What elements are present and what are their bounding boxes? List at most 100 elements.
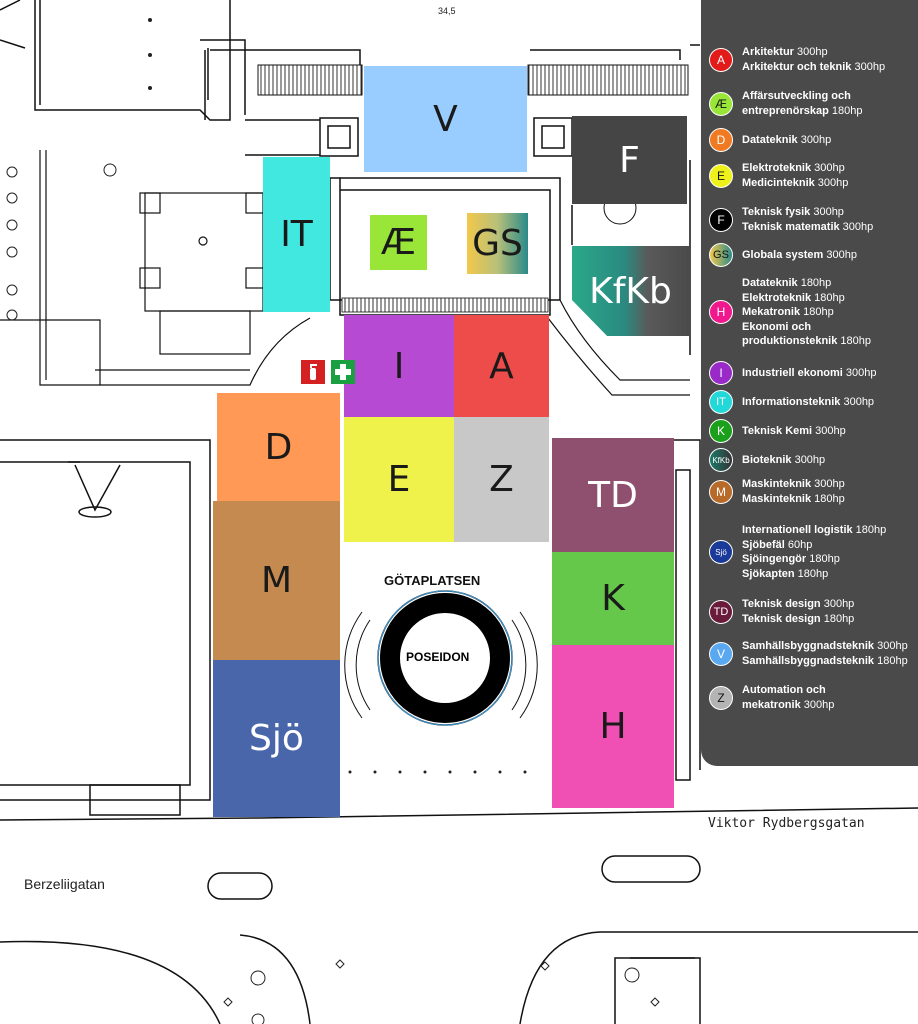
legend-line: Maskinteknik 180hp xyxy=(742,492,845,507)
statue-label: POSEIDON xyxy=(406,650,470,664)
programme-name: Teknisk Kemi xyxy=(742,424,813,437)
stairs-north-east xyxy=(527,64,689,96)
legend-line: produktionsteknik 180hp xyxy=(742,334,871,349)
zone-m[interactable]: M xyxy=(213,501,340,660)
legend-line: Globala system 300hp xyxy=(742,248,857,263)
programme-credits: 300hp xyxy=(810,206,844,218)
legend-badge: Z xyxy=(709,685,733,710)
legend-line: Bioteknik 300hp xyxy=(742,453,825,468)
legend-line: Ekonomi och xyxy=(742,320,871,335)
legend-badge: IT xyxy=(709,390,733,414)
zone-sjo[interactable]: Sjö xyxy=(213,660,340,817)
programme-credits: 300hp xyxy=(814,176,849,189)
legend-line: Internationell logistik 180hp xyxy=(742,523,886,538)
programme-name: mekatronik xyxy=(742,698,801,711)
zone-gs[interactable]: GS xyxy=(467,213,528,274)
programme-credits: 300hp xyxy=(811,162,845,174)
programme-credits: 180hp xyxy=(874,654,908,667)
programme-credits: 180hp xyxy=(800,306,834,318)
tree-icons-south xyxy=(223,959,660,1024)
legend-badge: D xyxy=(709,128,733,152)
zone-z[interactable]: Z xyxy=(454,417,549,542)
zone-a[interactable]: A xyxy=(454,315,549,417)
programme-credits: 300hp xyxy=(840,395,875,408)
zone-v[interactable]: V xyxy=(364,66,527,172)
plaza-label: GÖTAPLATSEN xyxy=(384,573,481,588)
legend-badge: I xyxy=(709,361,733,385)
zone-i[interactable]: I xyxy=(344,315,454,417)
legend-line: Teknisk Kemi 300hp xyxy=(742,424,846,439)
elevation-label: 34,5 xyxy=(438,6,456,16)
zone-f[interactable]: F xyxy=(572,116,687,204)
programme-name: Teknisk matematik xyxy=(742,220,840,233)
legend-line: mekatronik 300hp xyxy=(742,698,834,713)
programme-credits: 300hp xyxy=(811,478,845,490)
programme-name: Bioteknik xyxy=(742,453,792,466)
courtyard-east xyxy=(547,299,690,396)
zone-e[interactable]: E xyxy=(344,417,454,542)
programme-credits: 180hp xyxy=(852,524,887,536)
programme-name: produktionsteknik xyxy=(742,335,838,347)
legend-line: Samhällsbyggnadsteknik 300hp xyxy=(742,639,908,654)
zone-h[interactable]: H xyxy=(552,645,674,808)
building-outline-northwest xyxy=(0,0,246,121)
legend-text: Industriell ekonomi 300hp xyxy=(742,366,877,381)
zone-td[interactable]: TD xyxy=(552,438,674,552)
stairs-central xyxy=(341,297,549,313)
programme-credits: 180hp xyxy=(811,291,845,304)
programme-credits: 300hp xyxy=(793,46,828,58)
zone-ae[interactable]: Æ xyxy=(370,215,427,270)
programme-name: Arkitektur och teknik xyxy=(742,60,852,73)
zone-d[interactable]: D xyxy=(217,393,340,501)
programme-name: Datateknik xyxy=(742,277,798,289)
programme-name: Sjöbefäl xyxy=(742,538,785,551)
legend-badge: A xyxy=(709,47,733,72)
legend-line: Samhällsbyggnadsteknik 180hp xyxy=(742,654,908,669)
legend-line: Affärsutveckling och xyxy=(742,89,862,104)
legend-line: Informationsteknik 300hp xyxy=(742,395,874,410)
programme-credits: 300hp xyxy=(812,424,846,437)
programme-name: Mekatronik xyxy=(742,306,801,318)
programme-name: Globala system xyxy=(742,248,824,261)
programme-name: Maskinteknik xyxy=(742,492,812,505)
legend-line: Mekatronik 180hp xyxy=(742,305,871,320)
programme-credits: 180hp xyxy=(794,567,829,580)
legend-badge: F xyxy=(709,207,733,232)
zone-it[interactable]: IT xyxy=(263,157,330,312)
programme-name: Teknisk fysik xyxy=(742,206,811,218)
street-lines xyxy=(0,807,918,1024)
programme-credits: 300hp xyxy=(820,598,855,610)
programme-name: Maskinteknik xyxy=(742,478,812,490)
stairs-north-west xyxy=(257,64,363,96)
flower-icons-west xyxy=(6,163,117,321)
legend-line: Automation och xyxy=(742,683,834,698)
programme-name: Informationsteknik xyxy=(742,395,841,408)
zone-k[interactable]: K xyxy=(552,552,674,645)
programme-name: Sjöingengör xyxy=(742,553,807,565)
poseidon-fountain xyxy=(344,590,538,726)
programme-credits: 180hp xyxy=(828,104,863,117)
legend-badge: KfKb xyxy=(709,448,733,472)
programme-credits: 300hp xyxy=(851,60,886,73)
street-berzeliigatan: Berzeliigatan xyxy=(24,876,105,892)
legend-text: Datateknik 300hp xyxy=(742,133,831,148)
legend-item: IT Informationsteknik 300hp xyxy=(709,390,874,414)
programme-name: Samhällsbyggnadsteknik xyxy=(742,654,875,667)
legend-line: Elektroteknik 300hp xyxy=(742,161,848,176)
legend-text: Teknisk Kemi 300hp xyxy=(742,424,846,439)
